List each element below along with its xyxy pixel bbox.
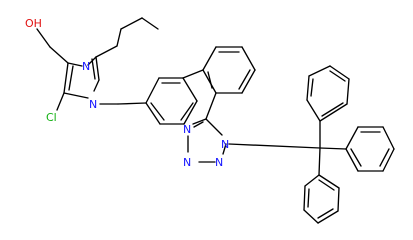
tetrazole-n1-label: N [183,123,191,136]
hydroxyl-label: OH [25,17,42,30]
tetrazole-n2-label: N [183,156,191,169]
chlorine-label: Cl [46,111,57,124]
tetrazole-n3-label: N [215,156,223,169]
tetrazole-n4-label: N [221,138,229,151]
imidazole-n-top-label: N [82,60,90,73]
imidazole-n-bottom-label: N [89,98,97,111]
bond-lines [36,17,395,224]
atom-labels: OH Cl N N N N N N [25,17,229,169]
